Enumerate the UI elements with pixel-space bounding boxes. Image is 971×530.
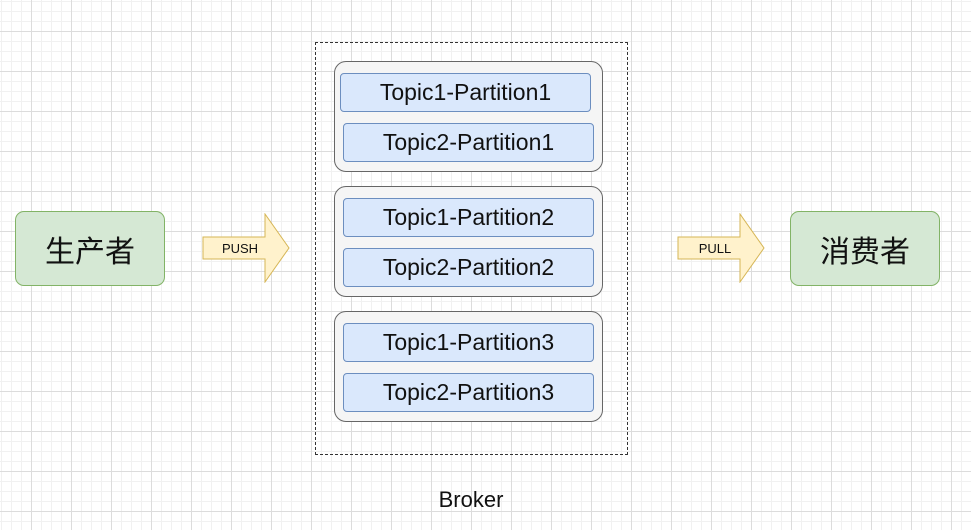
consumer-label: 消费者: [820, 234, 910, 270]
pull-arrow-shape: [677, 213, 765, 283]
consumer-node[interactable]: 消费者: [790, 211, 940, 286]
producer-label: 生产者: [45, 234, 135, 270]
push-arrow[interactable]: PUSH: [202, 213, 290, 283]
partition-topic1-partition3[interactable]: Topic1-Partition3: [343, 323, 594, 362]
partition-topic2-partition3[interactable]: Topic2-Partition3: [343, 373, 594, 412]
producer-node[interactable]: 生产者: [15, 211, 165, 286]
push-label: PUSH: [221, 240, 259, 256]
partition-topic1-partition1[interactable]: Topic1-Partition1: [340, 73, 591, 112]
partition-topic1-partition2[interactable]: Topic1-Partition2: [343, 198, 594, 237]
pull-arrow[interactable]: PULL: [677, 213, 765, 283]
broker-container[interactable]: [315, 42, 628, 455]
partition-topic2-partition2[interactable]: Topic2-Partition2: [343, 248, 594, 287]
broker-label: Broker: [438, 487, 504, 512]
pull-label: PULL: [698, 240, 732, 256]
push-arrow-shape: [202, 213, 290, 283]
partition-topic2-partition1[interactable]: Topic2-Partition1: [343, 123, 594, 162]
